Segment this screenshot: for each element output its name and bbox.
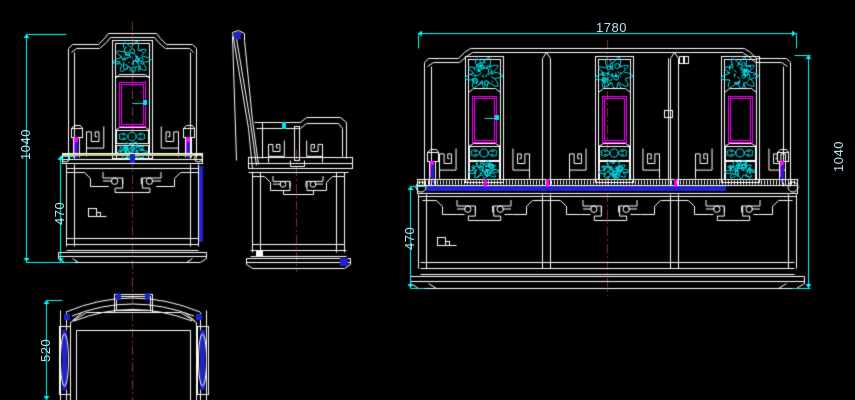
dimension-label-chair-seat-height: 470 bbox=[52, 201, 67, 225]
dimension-label-bench-width: 1780 bbox=[596, 20, 627, 35]
dimension-label-bench-seat-height: 470 bbox=[402, 226, 417, 250]
dimension-label-chair-height: 1040 bbox=[18, 129, 33, 160]
dimension-label-bench-height: 1040 bbox=[831, 141, 846, 172]
dimension-label-plan-depth: 520 bbox=[38, 338, 53, 362]
